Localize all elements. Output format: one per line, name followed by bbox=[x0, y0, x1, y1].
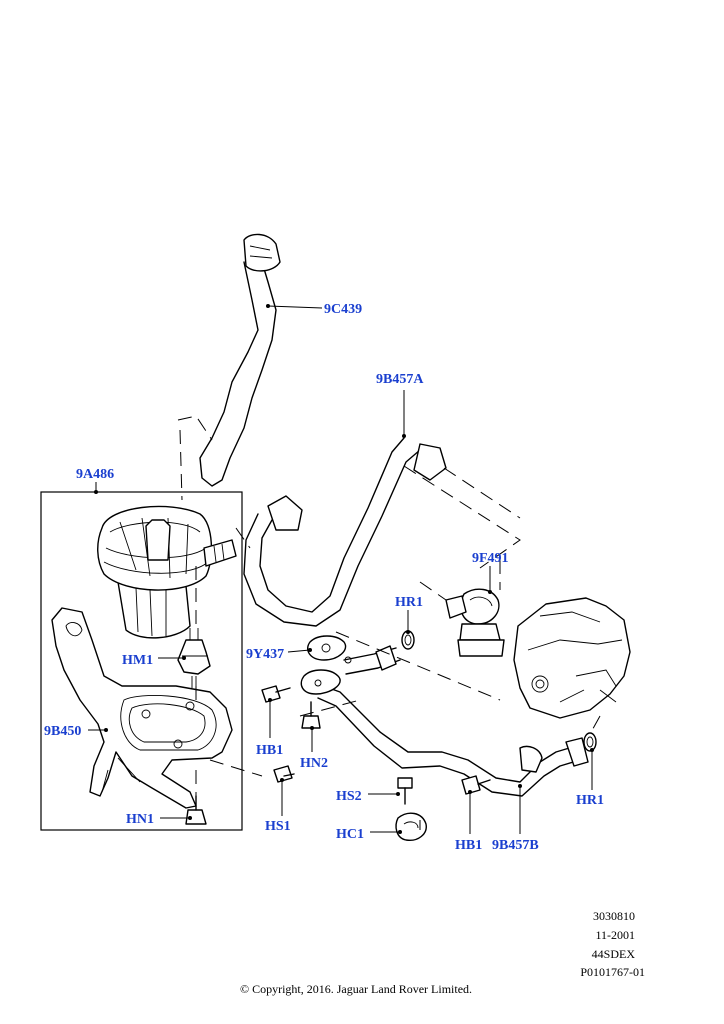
footer-ref-number: 3030810 bbox=[593, 909, 635, 923]
label-hn1: HN1 bbox=[126, 812, 154, 827]
label-9b450: 9B450 bbox=[44, 724, 81, 739]
footer-model-code: 44SDEX bbox=[592, 947, 636, 961]
engine-block bbox=[513, 597, 631, 719]
leader-lines bbox=[88, 304, 594, 834]
bracket-9b450[interactable] bbox=[51, 607, 233, 809]
upper-hose-9c439[interactable] bbox=[199, 233, 281, 487]
screw-hs1[interactable] bbox=[273, 765, 295, 783]
label-9b457a: 9B457A bbox=[376, 372, 424, 387]
label-hb1-left: HB1 bbox=[256, 743, 283, 758]
gasket-9y437[interactable] bbox=[306, 635, 352, 664]
screw-hs2[interactable] bbox=[397, 777, 413, 805]
valve-9f491[interactable] bbox=[445, 588, 505, 657]
label-9f491: 9F491 bbox=[472, 551, 509, 566]
clip-hc1[interactable] bbox=[395, 812, 427, 841]
hose-clip-hr1-right[interactable] bbox=[583, 732, 597, 752]
nut-hn2[interactable] bbox=[301, 701, 321, 729]
bolt-hb1-right[interactable] bbox=[461, 775, 491, 795]
label-9b457b: 9B457B bbox=[492, 838, 539, 853]
label-hs2: HS2 bbox=[336, 789, 362, 804]
lower-pipe-9b457b[interactable] bbox=[300, 645, 589, 797]
nut-hn1[interactable] bbox=[185, 795, 207, 825]
assembly-dashed-lines bbox=[177, 415, 601, 830]
label-hr1-right: HR1 bbox=[576, 793, 604, 808]
label-hn2: HN2 bbox=[300, 756, 328, 771]
label-hm1: HM1 bbox=[122, 653, 153, 668]
label-hb1-right: HB1 bbox=[455, 838, 482, 853]
bolt-hb1-left[interactable] bbox=[261, 685, 291, 703]
label-9c439: 9C439 bbox=[324, 302, 362, 317]
footer-copyright: © Copyright, 2016. Jaguar Land Rover Lim… bbox=[240, 982, 472, 996]
pump-kit-box bbox=[40, 491, 243, 831]
label-hc1: HC1 bbox=[336, 827, 364, 842]
air-pump-9a486[interactable] bbox=[97, 505, 237, 639]
main-hose-9b457a[interactable] bbox=[243, 437, 447, 627]
footer-date: 11-2001 bbox=[595, 928, 635, 942]
label-hr1-valve: HR1 bbox=[395, 595, 423, 610]
footer-part-id: P0101767-01 bbox=[580, 965, 645, 979]
label-hs1: HS1 bbox=[265, 819, 291, 834]
label-9a486: 9A486 bbox=[76, 467, 114, 482]
label-9y437: 9Y437 bbox=[246, 647, 284, 662]
isolator-hm1[interactable] bbox=[177, 628, 211, 688]
